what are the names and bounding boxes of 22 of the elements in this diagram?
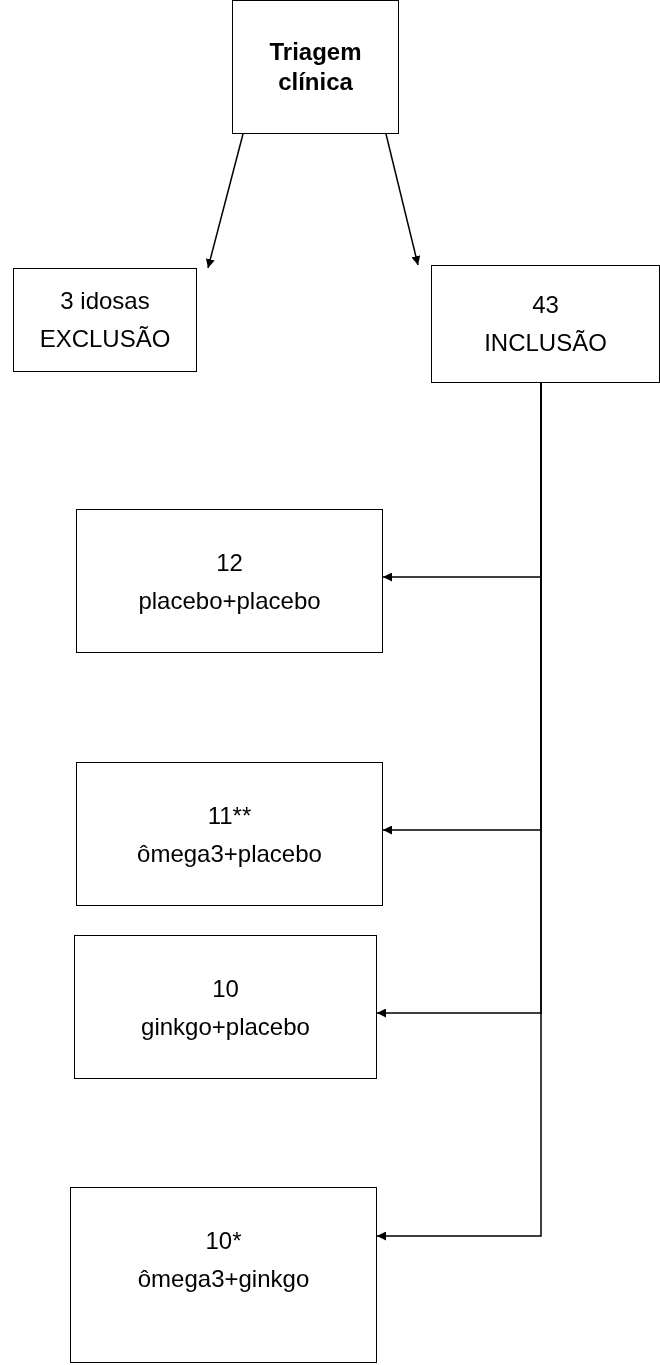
process-box: [431, 265, 660, 383]
box-text: 11**: [207, 801, 252, 831]
process-box: [70, 1187, 377, 1363]
box-text: INCLUSÃO: [484, 328, 607, 358]
process-box: [232, 0, 399, 134]
box-text: ômega3+ginkgo: [137, 1264, 310, 1295]
process-box: [76, 509, 383, 653]
box-text: 10*: [205, 1226, 242, 1256]
box-text: ômega3+placebo: [137, 839, 322, 870]
process-box: [74, 935, 377, 1079]
box-text: Triagem clínica: [268, 37, 363, 97]
box-text: 10: [212, 974, 239, 1004]
box-text: ginkgo+placebo: [141, 1012, 310, 1043]
process-box: [76, 762, 383, 906]
box-text: placebo+placebo: [138, 586, 321, 617]
arrow: [205, 133, 244, 269]
process-box: [13, 268, 197, 372]
box-text: 3 idosas: [60, 285, 150, 316]
box-text: 12: [216, 548, 243, 578]
arrow: [385, 133, 421, 266]
box-text: EXCLUSÃO: [39, 324, 171, 354]
box-text: 43: [532, 289, 559, 320]
